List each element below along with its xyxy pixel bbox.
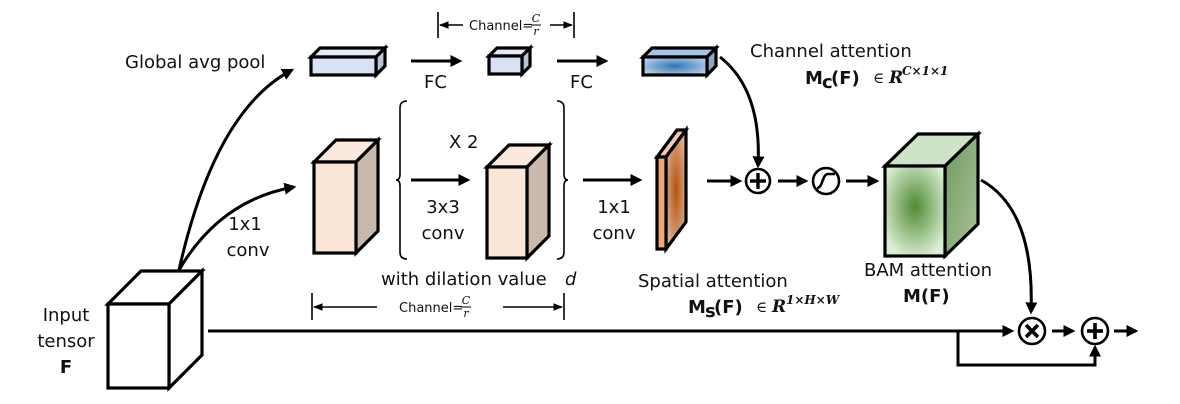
- arrow-to-global-pool: [177, 68, 295, 271]
- svg-text:∈: ∈: [873, 69, 884, 87]
- channel-reduction-label-bottom: Channel=: [399, 301, 463, 316]
- reduced-vector-block: [485, 44, 534, 78]
- svg-text:R: R: [888, 68, 903, 88]
- spatial-attention-map: [653, 125, 690, 254]
- fc1-label: FC: [424, 72, 447, 93]
- input-tensor-cube: [104, 267, 206, 392]
- channel-reduction-marker-bottom: Channel= C r: [311, 293, 565, 320]
- svg-text:C×1×1: C×1×1: [902, 64, 948, 78]
- reduction-numerator-top: C: [532, 12, 541, 25]
- input-label-line2: tensor: [37, 331, 95, 352]
- sum-operator-icon: [744, 167, 772, 195]
- multiply-operator-icon: [1017, 316, 1047, 346]
- bam-attention-symbol: M(F): [903, 286, 950, 307]
- repeat-bracket-left: [395, 100, 408, 260]
- svg-text:∈: ∈: [756, 298, 767, 316]
- fc2-label: FC: [570, 72, 593, 93]
- reduction-denominator-bottom: r: [463, 307, 469, 320]
- svg-text:with dilation value: with dilation value: [381, 269, 547, 290]
- conv-final-label-line2: conv: [593, 223, 636, 244]
- svg-text:(F): (F): [714, 297, 743, 318]
- conv3x3-label-line1: 3x3: [426, 197, 460, 218]
- svg-text:M: M: [688, 297, 706, 318]
- svg-text:c: c: [822, 72, 833, 93]
- spatial-attention-formula: M s (F) ∈ R 1×H×W: [688, 293, 841, 322]
- svg-text:1×H×W: 1×H×W: [786, 293, 841, 307]
- channel-reduction-label-top: Channel=: [469, 19, 533, 34]
- sigmoid-icon: [811, 166, 841, 196]
- arrow-to-conv1: [177, 182, 297, 271]
- pooled-vector-block: [307, 44, 389, 79]
- svg-text:M: M: [805, 68, 823, 89]
- channel-attention-title: Channel attention: [750, 41, 912, 62]
- bam-attention-title: BAM attention: [864, 260, 992, 281]
- dilated-conv-feature-block: [483, 141, 553, 262]
- dilation-symbol: d: [565, 269, 577, 290]
- channel-attention-block: [639, 44, 720, 79]
- global-avg-pool-label: Global avg pool: [125, 52, 265, 73]
- arrow-bam-to-multiply: [980, 178, 1038, 315]
- dilation-label: with dilation value d: [381, 269, 577, 290]
- channel-reduction-marker-top: Channel= C r: [437, 12, 575, 38]
- conv1x1-feature-block: [310, 136, 382, 257]
- repeat-label: X 2: [449, 132, 479, 153]
- bam-attention-cube: [881, 130, 982, 260]
- reduction-denominator-top: r: [533, 25, 539, 38]
- conv1-label-line1: 1x1: [228, 214, 262, 235]
- spatial-attention-title: Spatial attention: [638, 271, 788, 292]
- svg-text:s: s: [705, 301, 716, 322]
- input-symbol: F: [60, 357, 72, 378]
- residual-sum-operator-icon: [1080, 316, 1110, 346]
- arrow-residual-skip: [956, 331, 1101, 367]
- svg-text:R: R: [771, 297, 786, 317]
- arrow-channel-to-sum: [719, 55, 765, 169]
- input-label-line1: Input: [43, 305, 90, 326]
- channel-attention-formula: M c (F) ∈ R C×1×1: [805, 64, 948, 93]
- conv1-label-line2: conv: [227, 240, 270, 261]
- repeat-bracket-right: [556, 100, 569, 260]
- conv-final-label-line1: 1x1: [597, 197, 631, 218]
- svg-text:(F): (F): [831, 68, 860, 89]
- reduction-numerator-bottom: C: [462, 294, 471, 307]
- conv3x3-label-line2: conv: [422, 223, 465, 244]
